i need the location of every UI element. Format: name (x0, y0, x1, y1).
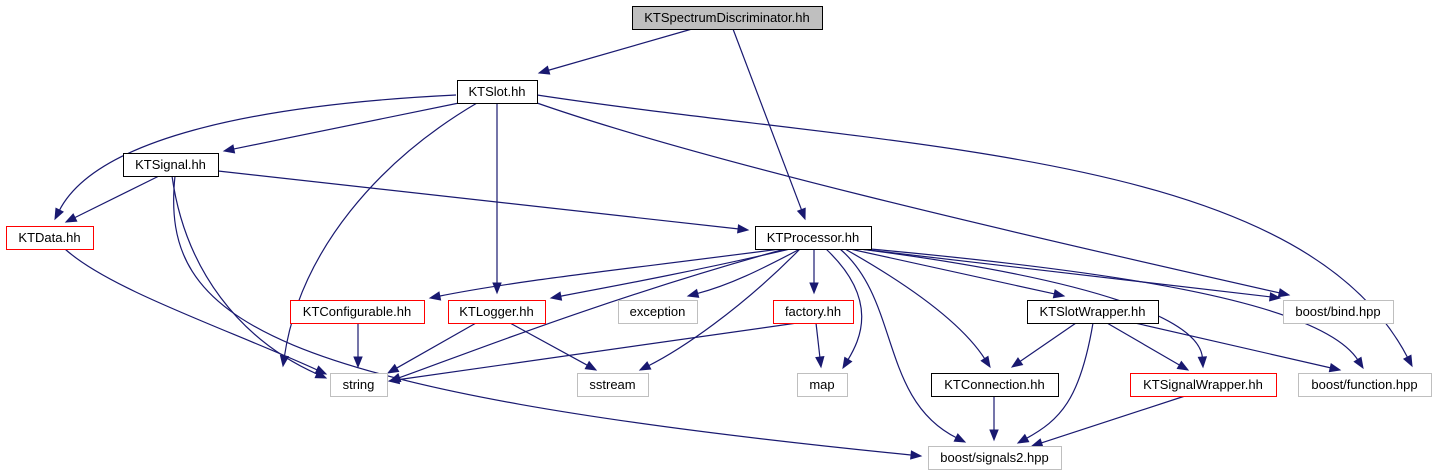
edge-n4-to-n16 (869, 248, 1364, 370)
node-box (931, 373, 1059, 397)
node-label: KTSlot.hh (468, 84, 525, 99)
edge-n1-to-n16 (536, 94, 1413, 368)
graph-node-ktconfigurable-hh[interactable]: KTConfigurable.hh (290, 300, 425, 324)
edge-n2-to-n3 (64, 175, 160, 223)
node-label: map (809, 377, 834, 392)
node-box (1283, 300, 1394, 324)
edge-n0-to-n1 (537, 28, 693, 75)
edge-n9-to-n14 (1010, 322, 1077, 368)
graph-node-ktdata-hh[interactable]: KTData.hh (6, 226, 94, 250)
node-label: KTSpectrumDiscriminator.hh (644, 10, 809, 25)
node-label: boost/signals2.hpp (940, 450, 1048, 465)
node-box (618, 300, 698, 324)
edge-n6-to-n12 (509, 322, 598, 371)
graph-node-ktspectrumdiscriminator-hh[interactable]: KTSpectrumDiscriminator.hh (632, 6, 823, 30)
graph-node-ktsignalwrapper-hh[interactable]: KTSignalWrapper.hh (1130, 373, 1277, 397)
edge-n1-to-n2 (222, 102, 460, 154)
graph-node-ktlogger-hh[interactable]: KTLogger.hh (448, 300, 546, 324)
node-box (755, 226, 872, 250)
edge-n5-to-n11 (353, 323, 363, 369)
edge-n4-to-n10 (859, 248, 1282, 302)
node-label: boost/bind.hpp (1295, 304, 1380, 319)
edge-n4-to-n17 (839, 248, 967, 443)
node-box (632, 6, 823, 30)
graph-node-map: map (797, 373, 848, 397)
node-label: KTLogger.hh (459, 304, 533, 319)
edge-n4-to-n12 (638, 248, 801, 371)
edge-n9-to-n15 (1106, 322, 1190, 371)
node-label: KTSignal.hh (135, 157, 206, 172)
edge-n15-to-n17 (1030, 395, 1186, 448)
edge-n9-to-n16 (1134, 322, 1342, 373)
graph-node-boost-function-hpp: boost/function.hpp (1298, 373, 1432, 397)
node-box (797, 373, 848, 397)
edge-n4-to-n13 (825, 248, 863, 370)
node-label: factory.hh (785, 304, 841, 319)
node-label: KTConnection.hh (944, 377, 1044, 392)
graph-node-boost-bind-hpp: boost/bind.hpp (1283, 300, 1394, 324)
node-box (448, 300, 546, 324)
graph-node-ktconnection-hh[interactable]: KTConnection.hh (931, 373, 1059, 397)
node-label: KTSignalWrapper.hh (1143, 377, 1263, 392)
node-box (928, 446, 1062, 470)
graph-node-ktprocessor-hh[interactable]: KTProcessor.hh (755, 226, 872, 250)
graph-node-ktslotwrapper-hh[interactable]: KTSlotWrapper.hh (1027, 300, 1159, 324)
edge-n2-to-n4 (217, 170, 750, 234)
node-label: KTConfigurable.hh (303, 304, 411, 319)
node-box (290, 300, 425, 324)
node-box (6, 226, 94, 250)
edge-n4-to-n9 (849, 248, 1066, 299)
edge-n14-to-n17 (989, 396, 999, 442)
graph-node-string: string (330, 373, 388, 397)
node-label: KTSlotWrapper.hh (1040, 304, 1146, 319)
nodes-layer: KTSpectrumDiscriminator.hhKTSlot.hhKTSig… (6, 6, 1432, 470)
graph-node-ktsignal-hh[interactable]: KTSignal.hh (123, 153, 219, 177)
node-box (1298, 373, 1432, 397)
graph-node-ktslot-hh[interactable]: KTSlot.hh (457, 80, 538, 104)
edge-n1-to-n6 (492, 103, 502, 295)
edge-n0-to-n4 (732, 28, 806, 221)
edge-n1-to-n11 (279, 102, 478, 368)
node-box (577, 373, 649, 397)
node-box (1027, 300, 1159, 324)
node-box (330, 373, 388, 397)
edges-layer (54, 28, 1413, 460)
edge-n1-to-n3 (54, 94, 457, 221)
edge-n4-to-n5 (428, 248, 781, 301)
node-label: string (343, 377, 375, 392)
edge-n3-to-n11 (64, 248, 328, 375)
node-label: KTData.hh (18, 230, 80, 245)
edge-n4-to-n7 (686, 248, 801, 298)
node-label: KTProcessor.hh (767, 230, 860, 245)
node-box (1130, 373, 1277, 397)
edge-n2-to-n11 (171, 175, 328, 379)
node-box (773, 300, 854, 324)
edge-n6-to-n11 (386, 322, 477, 374)
node-label: boost/function.hpp (1311, 377, 1417, 392)
edge-n8-to-n13 (815, 322, 825, 369)
graph-node-exception: exception (618, 300, 698, 324)
node-box (457, 80, 538, 104)
node-label: sstream (589, 377, 635, 392)
edge-n8-to-n11 (387, 322, 798, 385)
graph-node-factory-hh[interactable]: factory.hh (773, 300, 854, 324)
node-box (123, 153, 219, 177)
graph-node-sstream: sstream (577, 373, 649, 397)
edge-n4-to-n14 (844, 248, 991, 369)
edge-n4-to-n8 (809, 249, 819, 295)
edge-n2-to-n17 (173, 175, 923, 460)
node-label: exception (630, 304, 686, 319)
edge-n9-to-n17 (1016, 322, 1094, 444)
edge-n1-to-n10 (536, 102, 1291, 298)
graph-node-boost-signals2-hpp: boost/signals2.hpp (928, 446, 1062, 470)
